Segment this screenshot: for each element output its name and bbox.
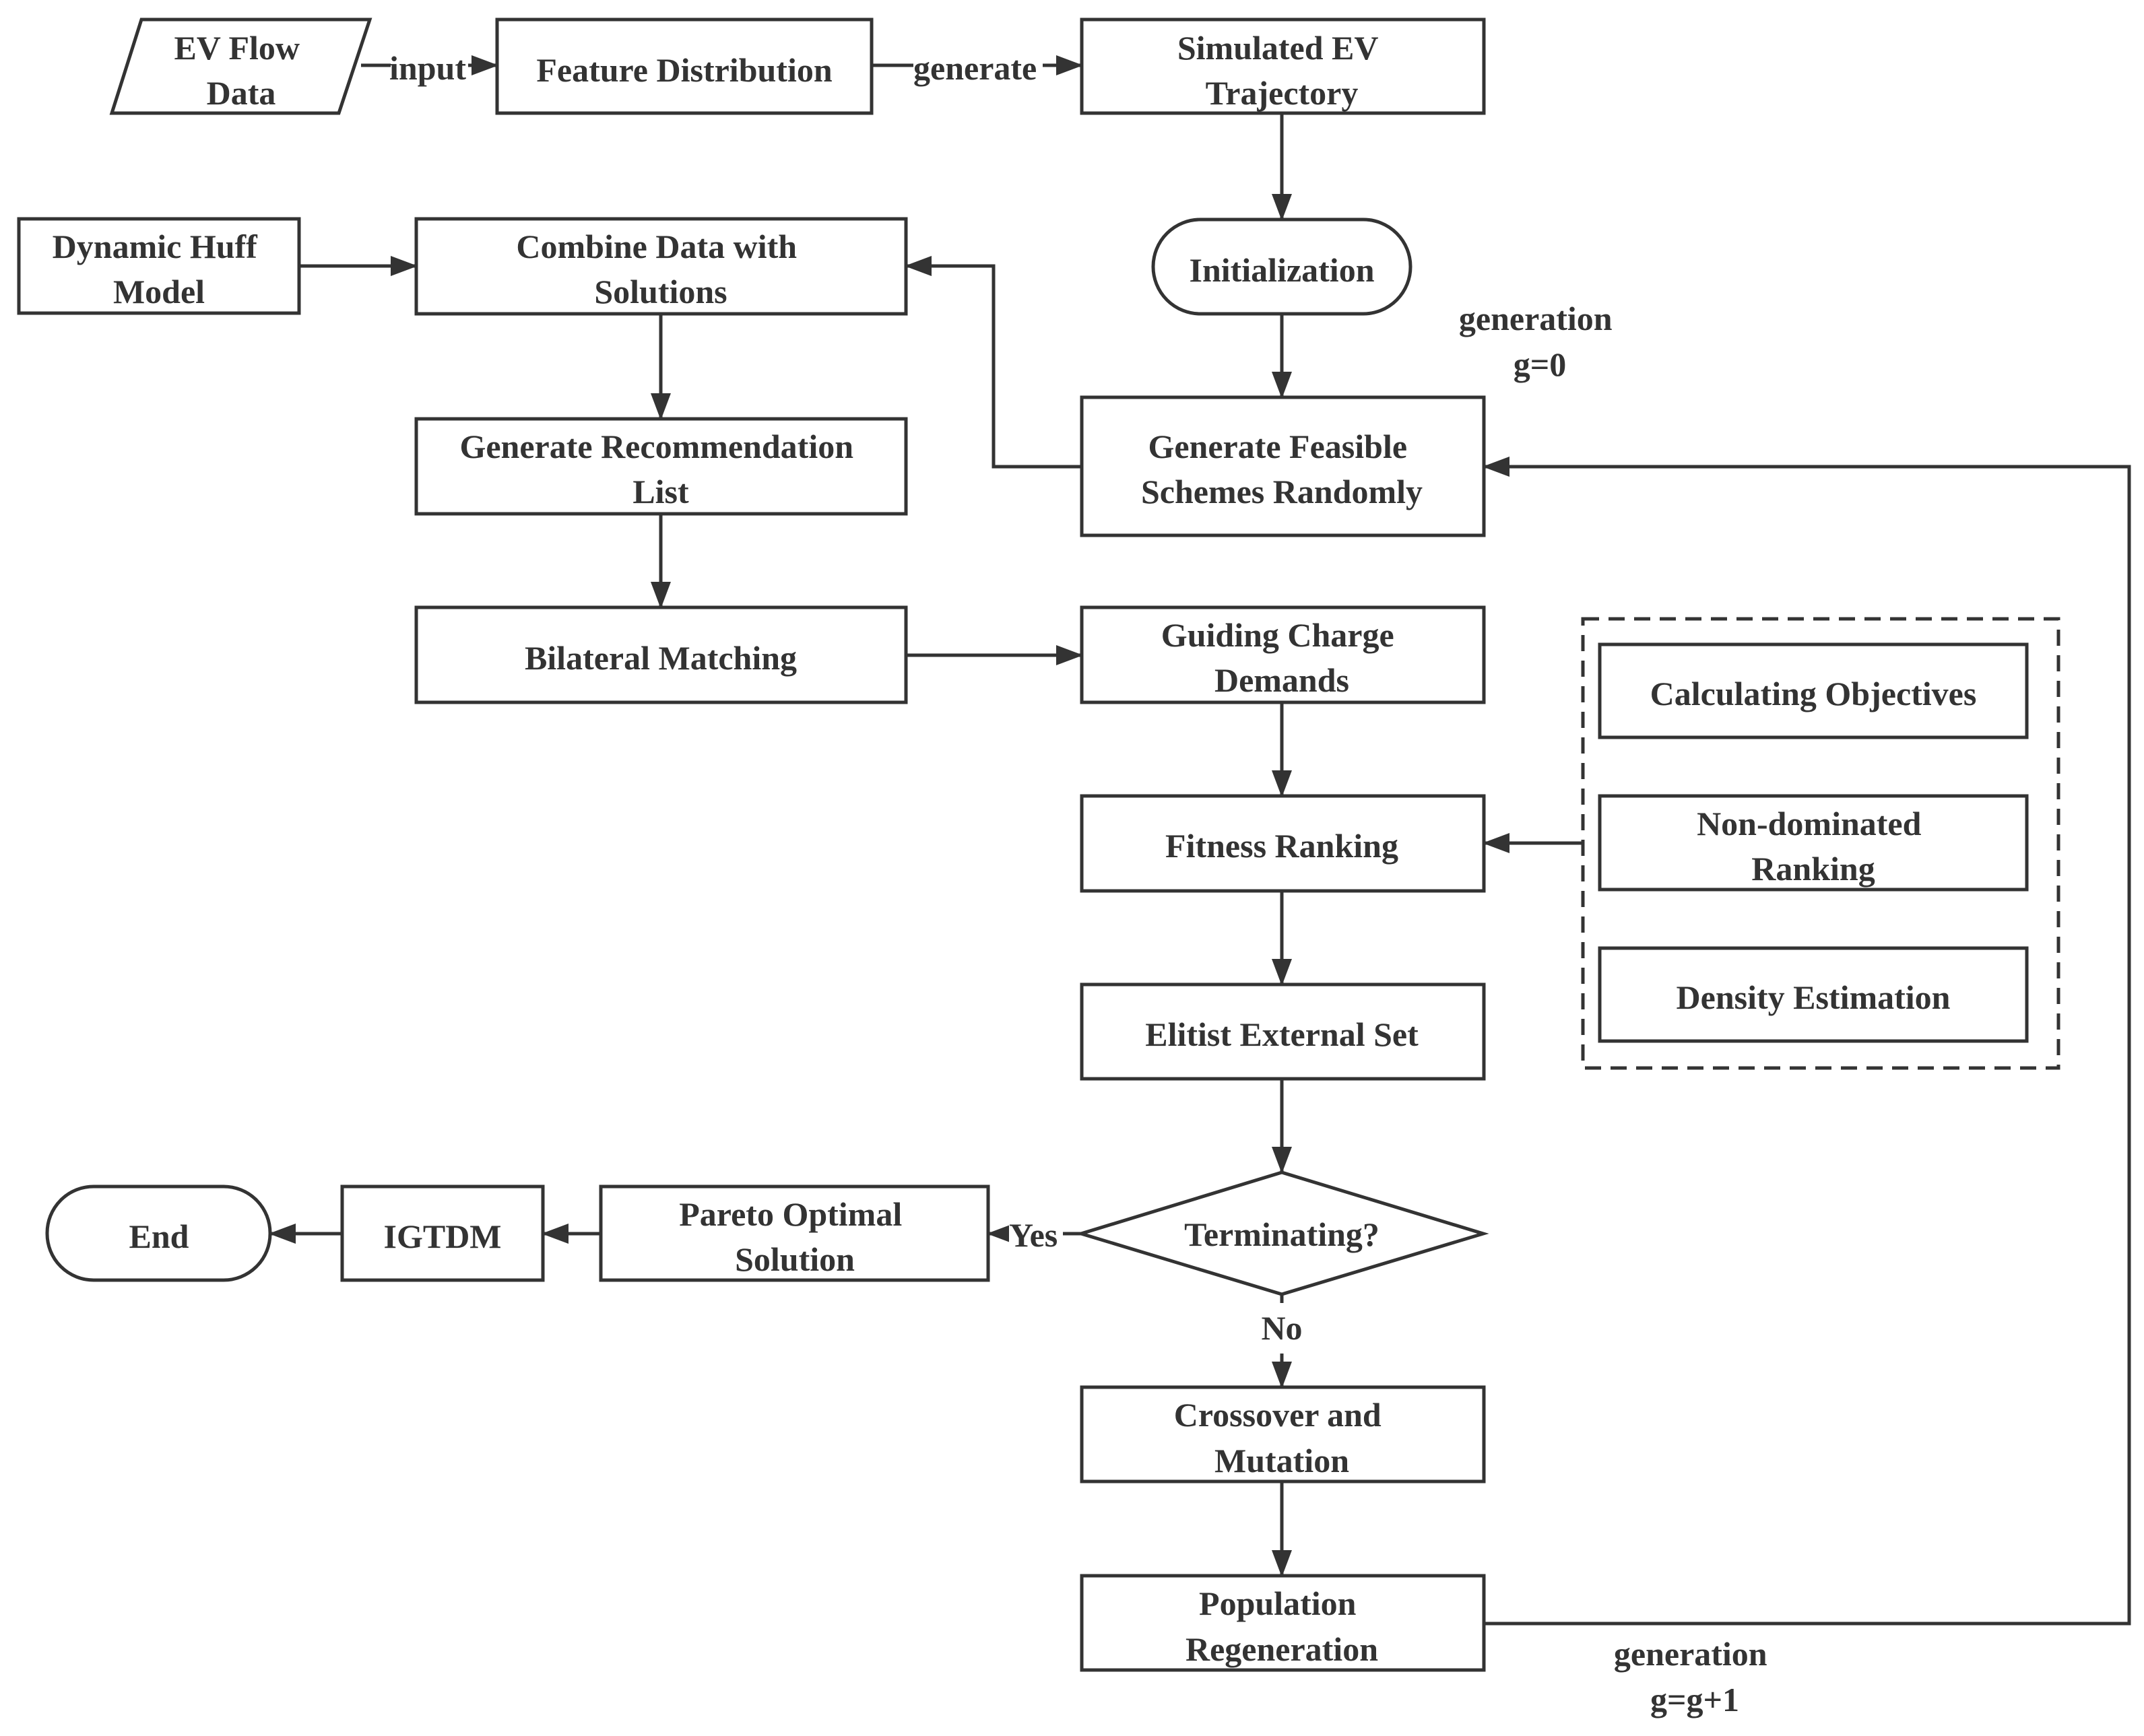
non-dominated-ranking-node: [1598, 794, 2029, 892]
initialization-label: Initialization: [1189, 251, 1374, 289]
input-edge-label: input: [389, 49, 466, 87]
combine-data-label: Combine Data with Solutions: [516, 228, 805, 310]
density-estimation-node: [1598, 946, 2029, 1043]
generate-feasible-schemes-label: Generate Feasible Schemes Randomly: [1141, 428, 1423, 510]
pareto-optimal-solution-label: Pareto Optimal Solution: [679, 1195, 910, 1278]
population-regeneration-node: [1080, 1574, 1486, 1672]
edge-regeneration-loop-to-feasible: [1483, 457, 2131, 1626]
edges: [269, 55, 2131, 1626]
elitist-external-set-node: [1080, 982, 1486, 1081]
dynamic-huff-model-node: [17, 217, 301, 315]
elitist-external-set-label: Elitist External Set: [1145, 1015, 1419, 1053]
end-label: End: [129, 1217, 189, 1255]
fitness-ranking-node: [1080, 794, 1486, 893]
nodes: EV Flow Data Feature Distribution Simula…: [17, 18, 2060, 1672]
calculating-objectives-label: Calculating Objectives: [1650, 675, 1977, 712]
crossover-mutation-node: [1080, 1385, 1486, 1483]
guiding-charge-demands-label: Guiding Charge Demands: [1161, 616, 1402, 699]
yes-edge-label: Yes: [1009, 1216, 1058, 1254]
calculating-objectives-node: [1598, 642, 2029, 739]
annotations: generation g=0 generation g=g+1: [1459, 300, 1776, 1718]
non-dominated-ranking-label: Non-dominated Ranking: [1697, 805, 1930, 888]
generate-recommendation-list-label: Generate Recommendation List: [459, 428, 862, 510]
ranking-operations-group: [1581, 617, 2060, 1070]
igtdm-node: [340, 1184, 545, 1282]
feature-distribution-label: Feature Distribution: [536, 51, 833, 89]
generate-recommendation-list-node: [414, 417, 908, 516]
crossover-mutation-label: Crossover and Mutation: [1174, 1396, 1390, 1479]
end-node: [45, 1184, 272, 1282]
igtdm-label: IGTDM: [384, 1217, 502, 1255]
simulated-ev-trajectory-node: [1080, 18, 1486, 115]
terminating-decision-node: [1075, 1170, 1489, 1296]
bilateral-matching-label: Bilateral Matching: [525, 639, 797, 677]
simulated-ev-trajectory-label: Simulated EV Trajectory: [1177, 29, 1386, 112]
terminating-label: Terminating?: [1184, 1215, 1379, 1253]
feature-distribution-node: [495, 18, 874, 115]
generate-feasible-schemes-node: [1080, 395, 1486, 537]
ev-flow-data-node: [109, 18, 372, 115]
initialization-node: [1151, 218, 1412, 316]
density-estimation-label: Density Estimation: [1677, 978, 1951, 1016]
pareto-optimal-solution-node: [599, 1184, 990, 1282]
no-edge-label: No: [1261, 1309, 1302, 1347]
edge-feasible-to-combine: [905, 256, 1082, 469]
population-regeneration-label: Population Regeneration: [1185, 1584, 1378, 1668]
bilateral-matching-node: [414, 605, 908, 704]
generation-start-annotation: generation g=0: [1459, 300, 1621, 383]
dynamic-huff-model-label: Dynamic Huff Model: [53, 228, 266, 310]
combine-data-node: [414, 217, 908, 316]
edge-labels: input generate Yes No: [389, 42, 1305, 1349]
generation-next-annotation: generation g=g+1: [1614, 1635, 1776, 1718]
generate-edge-label: generate: [913, 49, 1037, 87]
guiding-charge-demands-node: [1080, 605, 1486, 704]
fitness-ranking-label: Fitness Ranking: [1165, 827, 1398, 865]
ev-flow-data-label: EV Flow Data: [174, 29, 308, 112]
